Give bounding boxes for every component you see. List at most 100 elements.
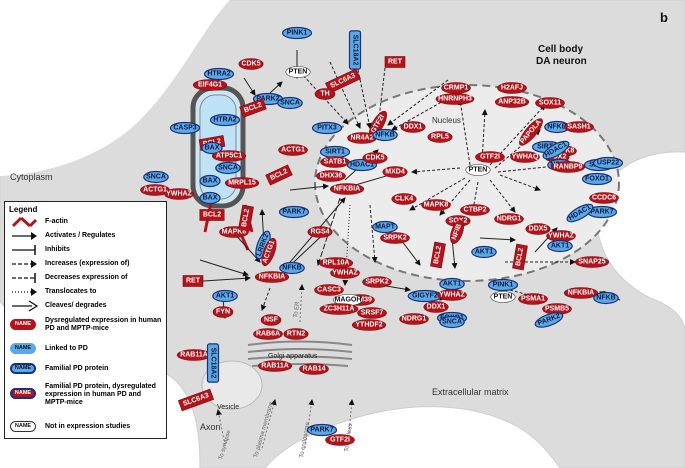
node-rgs4: RGS4 bbox=[307, 226, 333, 238]
node-dhx36: DHX36 bbox=[316, 170, 346, 182]
node-label: PARK7 bbox=[590, 209, 613, 216]
node-ywhaq: YWHAQ bbox=[510, 151, 540, 163]
node-label: RET bbox=[186, 278, 201, 285]
node-pitx3: PITX3 bbox=[311, 121, 343, 135]
activates-arrow-symbol bbox=[10, 230, 38, 242]
node-label: BCL2 bbox=[241, 208, 251, 227]
node-label: SLC18A2 bbox=[352, 35, 359, 66]
legend-title: Legend bbox=[9, 205, 38, 214]
node-pten: PTEN bbox=[465, 164, 491, 176]
node-crmp1: CRMP1 bbox=[441, 82, 471, 94]
node-label: HTRA2 bbox=[207, 71, 230, 78]
node-shape bbox=[589, 192, 619, 204]
node-shape bbox=[254, 271, 290, 283]
node-cdk5: CDK5 bbox=[362, 152, 388, 164]
node-shape bbox=[384, 56, 406, 68]
legend-item-increases: Increases (expression of) bbox=[5, 258, 166, 270]
blue-node-symbol: NAME bbox=[10, 343, 38, 355]
node-zc3h11a: ZC3H11A bbox=[319, 303, 359, 315]
node-label: BAX bbox=[203, 178, 218, 185]
node-label: CASP3 bbox=[173, 125, 196, 132]
legend-text: Dysregulated expression in human PD and … bbox=[45, 317, 162, 332]
node-label: YWHAZ bbox=[548, 233, 574, 240]
node-ywhaz: YWHAZ bbox=[330, 267, 360, 279]
legend-text: Not in expression studies bbox=[45, 423, 131, 430]
node-shape bbox=[399, 313, 429, 325]
node-shape bbox=[490, 291, 516, 303]
node-mapk8: MAPK8 bbox=[421, 199, 451, 211]
node-shape bbox=[278, 144, 308, 156]
node-label: SATB1 bbox=[324, 159, 347, 166]
node-shape bbox=[593, 291, 619, 305]
node-shape bbox=[494, 213, 524, 225]
legend-item-dysregulated: NAME Dysregulated expression in human PD… bbox=[5, 316, 166, 338]
node-shape bbox=[265, 164, 293, 186]
node-shape bbox=[239, 98, 267, 118]
node-label: DDX1 bbox=[404, 124, 423, 131]
panel-letter: b bbox=[660, 10, 668, 25]
node-akt1: AKT1 bbox=[547, 239, 573, 253]
node-label: ATP5C1 bbox=[216, 153, 242, 160]
node-rab11a: RAB11A bbox=[176, 349, 212, 361]
node-rtn2: RTN2 bbox=[283, 328, 309, 340]
node-label: NDRG1 bbox=[497, 216, 522, 223]
node-label: BCL2 bbox=[203, 212, 221, 219]
golgi-label: Golgi apparatus bbox=[268, 353, 318, 360]
translocates-arrow-symbol bbox=[10, 286, 38, 298]
node-ccdc6: CCDC6 bbox=[589, 192, 619, 204]
node-shape bbox=[372, 220, 398, 234]
legend-text: Increases (expression of) bbox=[45, 260, 130, 267]
node-label: ANP32B bbox=[498, 99, 526, 106]
node-shape bbox=[592, 156, 624, 170]
node-label: RPL5 bbox=[431, 134, 449, 141]
node-label: PITX3 bbox=[317, 125, 337, 132]
vesicle-label: Vesicle bbox=[217, 404, 239, 411]
legend-text: Familial PD protein, dysregulated expres… bbox=[45, 383, 156, 406]
node-label: NFKB bbox=[282, 265, 301, 272]
cytoplasm-label: Cytoplasm bbox=[10, 172, 53, 182]
node-label: RET bbox=[388, 59, 403, 66]
node-nfkbia: NFKBIA bbox=[563, 287, 599, 299]
legend-item-translocates: Translocates to bbox=[5, 286, 166, 298]
legend-item-decreases: Decreases expression of bbox=[5, 272, 166, 284]
node-label: H2AFJ bbox=[501, 85, 523, 92]
node-shape bbox=[238, 58, 264, 70]
node-bcl2: BCL2 bbox=[199, 209, 225, 221]
axon-label: Axon bbox=[200, 422, 221, 432]
node-shape bbox=[325, 434, 355, 446]
node-label: MAPK8 bbox=[222, 229, 247, 236]
node-ywhaz: YWHAZ bbox=[546, 230, 576, 242]
node-label: YWHAZ bbox=[166, 191, 192, 198]
cell-body-label: Cell body bbox=[538, 44, 583, 55]
node-clk4: CLK4 bbox=[391, 193, 417, 205]
node-shape bbox=[439, 315, 465, 329]
node-shape bbox=[199, 174, 221, 188]
node-shape bbox=[211, 150, 247, 162]
node-shape bbox=[224, 177, 260, 189]
node-pink1: PINK1 bbox=[281, 26, 313, 40]
node-shape bbox=[261, 237, 277, 267]
node-label: NR4A2 bbox=[351, 135, 374, 142]
node-label: AKT1 bbox=[216, 293, 234, 300]
legend-item-linked: NAME Linked to PD bbox=[5, 342, 166, 356]
node-label: ACTG1 bbox=[143, 187, 167, 194]
node-label: USP22 bbox=[597, 160, 619, 167]
node-label: NFKB bbox=[596, 295, 615, 302]
translocation-arrows bbox=[216, 284, 355, 449]
node-label: FYN bbox=[216, 309, 230, 316]
node-shape bbox=[460, 204, 490, 216]
node-shape bbox=[215, 161, 241, 175]
node-snca: SNCA bbox=[215, 161, 241, 175]
node-psma1: PSMA1 bbox=[518, 293, 548, 305]
node-shape bbox=[512, 243, 528, 271]
node-srpk2: SRPK2 bbox=[380, 232, 410, 244]
node-ddx1: DDX1 bbox=[400, 121, 426, 133]
node-shape bbox=[209, 113, 241, 127]
node-label: MRPL15 bbox=[228, 180, 256, 187]
node-shape bbox=[199, 209, 225, 221]
node-label: DDX5 bbox=[529, 226, 548, 233]
node-rab14: RAB14 bbox=[299, 363, 329, 375]
node-label: RAB6A bbox=[256, 331, 280, 338]
node-ywhaz: YWHAZ bbox=[164, 188, 194, 200]
